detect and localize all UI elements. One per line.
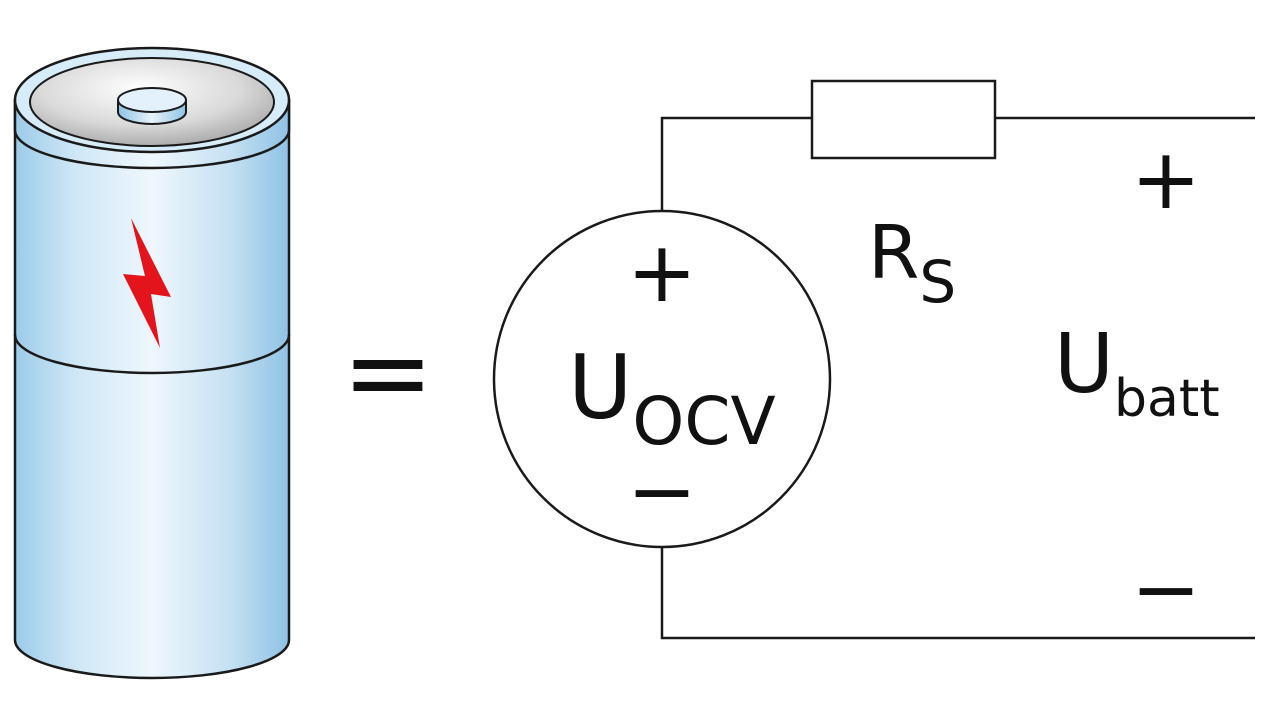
source-voltage-symbol: U — [568, 336, 632, 439]
lightning-bolt-icon — [123, 218, 171, 348]
output-minus-sign: − — [1131, 540, 1201, 638]
resistor-symbol-letter: R — [868, 210, 919, 296]
battery-cell-icon — [13, 46, 291, 680]
output-voltage-label: Ubatt — [1054, 317, 1220, 429]
source-voltage-label: UOCV — [568, 336, 776, 460]
output-voltage-symbol: U — [1054, 317, 1114, 412]
output-voltage-subscript: batt — [1114, 369, 1220, 429]
equals-sign: = — [342, 308, 434, 436]
source-plus-sign: + — [627, 223, 697, 321]
output-plus-sign: + — [1131, 130, 1201, 228]
source-minus-sign: − — [627, 442, 697, 540]
resistor-label: RS — [868, 210, 956, 316]
voltage-source-circle — [492, 209, 832, 549]
resistor-symbol — [810, 79, 997, 160]
circuit-wires — [660, 116, 1255, 640]
source-voltage-subscript: OCV — [632, 383, 775, 460]
resistor-subscript: S — [919, 248, 956, 316]
